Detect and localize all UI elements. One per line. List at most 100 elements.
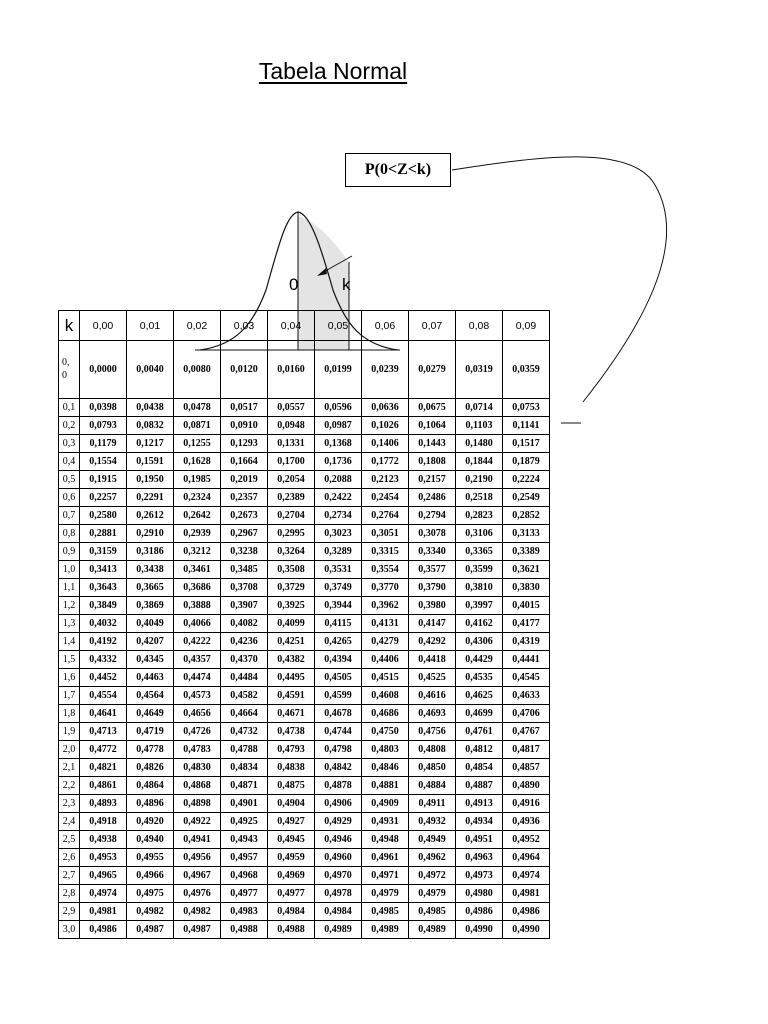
table-cell: 0,4706: [502, 704, 550, 723]
table-cell: 0,4545: [502, 668, 550, 687]
table-cell: 0,4913: [455, 794, 503, 813]
table-cell: 0,4429: [455, 650, 503, 669]
table-cell: 0,4936: [502, 812, 550, 831]
table-cell: 0,3389: [502, 542, 550, 561]
table-cell: 0,1406: [361, 434, 409, 453]
table-cell: 0,4783: [173, 740, 221, 759]
table-cell: 0,4881: [361, 776, 409, 795]
row-header: 2,8: [58, 884, 80, 903]
table-cell: 0,4948: [361, 830, 409, 849]
table-cell: 0,3577: [408, 560, 456, 579]
table-cell: 0,4772: [79, 740, 127, 759]
table-cell: 0,4911: [408, 794, 456, 813]
column-header: 0,02: [173, 310, 221, 341]
table-cell: 0,4960: [314, 848, 362, 867]
table-cell: 0,4953: [79, 848, 127, 867]
table-cell: 0,4887: [455, 776, 503, 795]
table-cell: 0,4986: [79, 920, 127, 939]
table-cell: 0,4970: [314, 866, 362, 885]
table-cell: 0,4147: [408, 614, 456, 633]
table-cell: 0,4406: [361, 650, 409, 669]
table-cell: 0,0871: [173, 416, 221, 435]
table-cell: 0,3051: [361, 524, 409, 543]
table-cell: 0,2054: [267, 470, 315, 489]
table-cell: 0,4693: [408, 704, 456, 723]
table-cell: 0,3365: [455, 542, 503, 561]
row-header: 1,3: [58, 614, 80, 633]
table-cell: 0,1844: [455, 452, 503, 471]
row-header: 0,2: [58, 416, 80, 435]
table-cell: 0,4671: [267, 704, 315, 723]
row-header: 3,0: [58, 920, 80, 939]
table-cell: 0,4979: [408, 884, 456, 903]
table-cell: 0,4236: [220, 632, 268, 651]
table-cell: 0,1808: [408, 452, 456, 471]
table-cell: 0,4987: [173, 920, 221, 939]
table-cell: 0,3665: [126, 578, 174, 597]
table-cell: 0,4981: [502, 884, 550, 903]
table-cell: 0,4981: [79, 902, 127, 921]
table-cell: 0,4974: [502, 866, 550, 885]
table-cell: 0,4868: [173, 776, 221, 795]
table-cell: 0,4966: [126, 866, 174, 885]
table-cell: 0,4938: [79, 830, 127, 849]
table-cell: 0,3413: [79, 560, 127, 579]
column-header: 0,08: [455, 310, 503, 341]
table-cell: 0,2088: [314, 470, 362, 489]
table-cell: 0,1103: [455, 416, 503, 435]
table-cell: 0,4826: [126, 758, 174, 777]
table-cell: 0,1255: [173, 434, 221, 453]
table-cell: 0,2852: [502, 506, 550, 525]
table-cell: 0,1736: [314, 452, 362, 471]
table-cell: 0,4842: [314, 758, 362, 777]
table-cell: 0,4951: [455, 830, 503, 849]
formula-label-box: P(0<Z<k): [345, 153, 451, 187]
table-cell: 0,2967: [220, 524, 268, 543]
table-cell: 0,4985: [361, 902, 409, 921]
table-cell: 0,4699: [455, 704, 503, 723]
table-cell: 0,4812: [455, 740, 503, 759]
row-header-label: 0,0: [62, 357, 70, 381]
table-cell: 0,4989: [361, 920, 409, 939]
table-cell: 0,4656: [173, 704, 221, 723]
table-cell: 0,2518: [455, 488, 503, 507]
table-cell: 0,2422: [314, 488, 362, 507]
table-cell: 0,0478: [173, 398, 221, 417]
table-cell: 0,4982: [173, 902, 221, 921]
table-cell: 0,4990: [455, 920, 503, 939]
table-cell: 0,4582: [220, 686, 268, 705]
table-cell: 0,1443: [408, 434, 456, 453]
table-cell: 0,4964: [502, 848, 550, 867]
table-cell: 0,3849: [79, 596, 127, 615]
table-cell: 0,1772: [361, 452, 409, 471]
table-cell: 0,4952: [502, 830, 550, 849]
table-cell: 0,4987: [126, 920, 174, 939]
table-cell: 0,4463: [126, 668, 174, 687]
table-cell: 0,2734: [314, 506, 362, 525]
table-cell: 0,2324: [173, 488, 221, 507]
table-cell: 0,4032: [79, 614, 127, 633]
table-cell: 0,3554: [361, 560, 409, 579]
table-cell: 0,4756: [408, 722, 456, 741]
table-cell: 0,3340: [408, 542, 456, 561]
table-cell: 0,2454: [361, 488, 409, 507]
table-cell: 0,4625: [455, 686, 503, 705]
table-cell: 0,4890: [502, 776, 550, 795]
table-cell: 0,1293: [220, 434, 268, 453]
table-cell: 0,4846: [361, 758, 409, 777]
table-cell: 0,4265: [314, 632, 362, 651]
row-header: 2,2: [58, 776, 80, 795]
row-header: 1,6: [58, 668, 80, 687]
